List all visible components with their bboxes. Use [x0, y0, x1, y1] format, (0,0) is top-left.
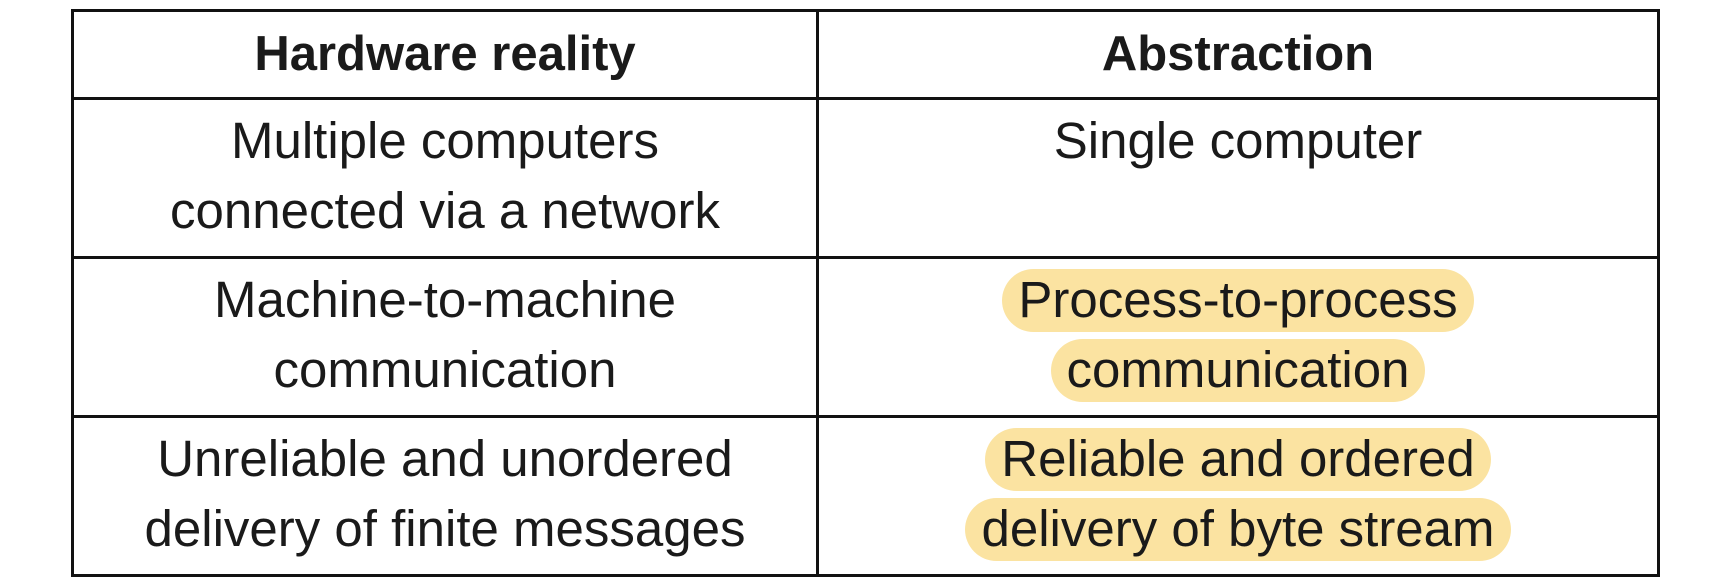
header-abstraction: Abstraction [816, 9, 1660, 100]
comparison-table: Hardware reality Abstraction Multiple co… [71, 9, 1660, 577]
abstraction-cell: Single computer [816, 97, 1660, 259]
header-hardware-reality: Hardware reality [71, 9, 819, 100]
abstraction-cell-text: Single computer [1053, 112, 1423, 169]
header-row: Hardware reality Abstraction [71, 9, 1660, 100]
